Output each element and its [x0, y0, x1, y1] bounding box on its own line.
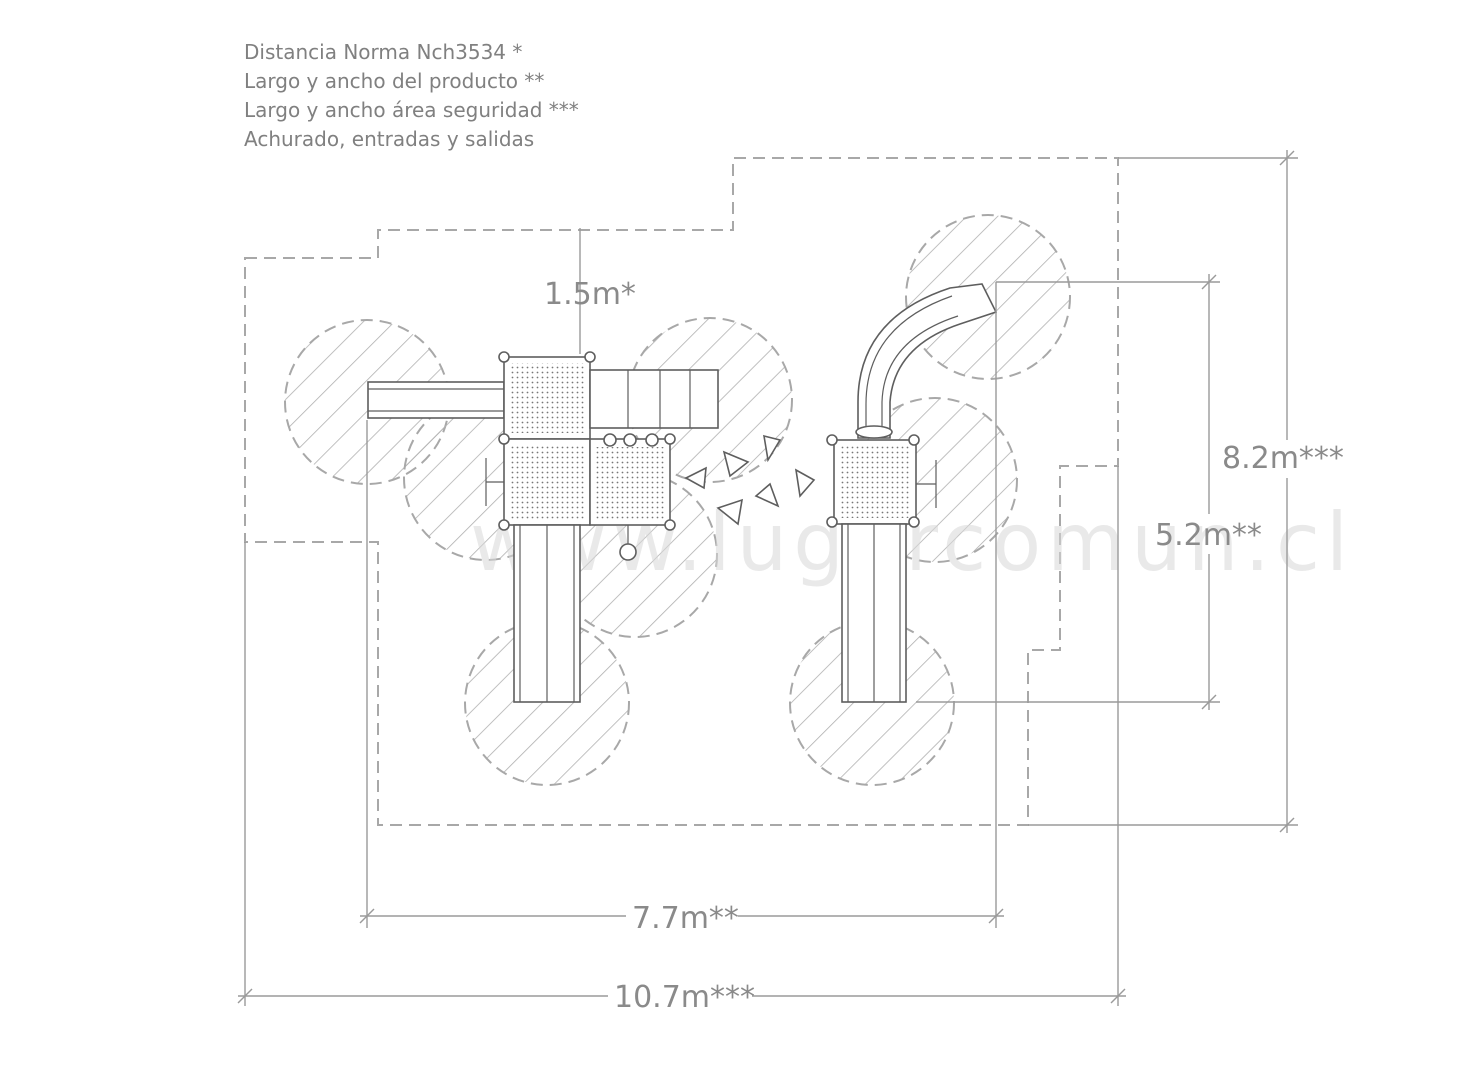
- stepping-stones: [684, 434, 816, 526]
- left-structure: [367, 351, 719, 703]
- safety-area-outline: [244, 157, 1119, 826]
- legend-hatching-note: Achurado, entradas y salidas: [244, 127, 535, 151]
- area-length-dimension-label: 10.7m***: [614, 980, 755, 1015]
- area-width-dimension-label: 8.2m***: [1222, 441, 1344, 476]
- dimension-lines: [237, 150, 1298, 1006]
- product-length-dimension-label: 7.7m**: [632, 901, 739, 936]
- legend-norm-distance: Distancia Norma Nch3534 *: [244, 40, 523, 64]
- legend: Distancia Norma Nch3534 * Largo y ancho …: [244, 38, 579, 154]
- product-width-dimension-label: 5.2m**: [1155, 518, 1262, 553]
- clearance-dimension-label: 1.5m*: [544, 277, 636, 312]
- legend-safety-area-size: Largo y ancho área seguridad ***: [244, 98, 579, 122]
- right-structure: [826, 283, 998, 703]
- legend-product-size: Largo y ancho del producto **: [244, 69, 545, 93]
